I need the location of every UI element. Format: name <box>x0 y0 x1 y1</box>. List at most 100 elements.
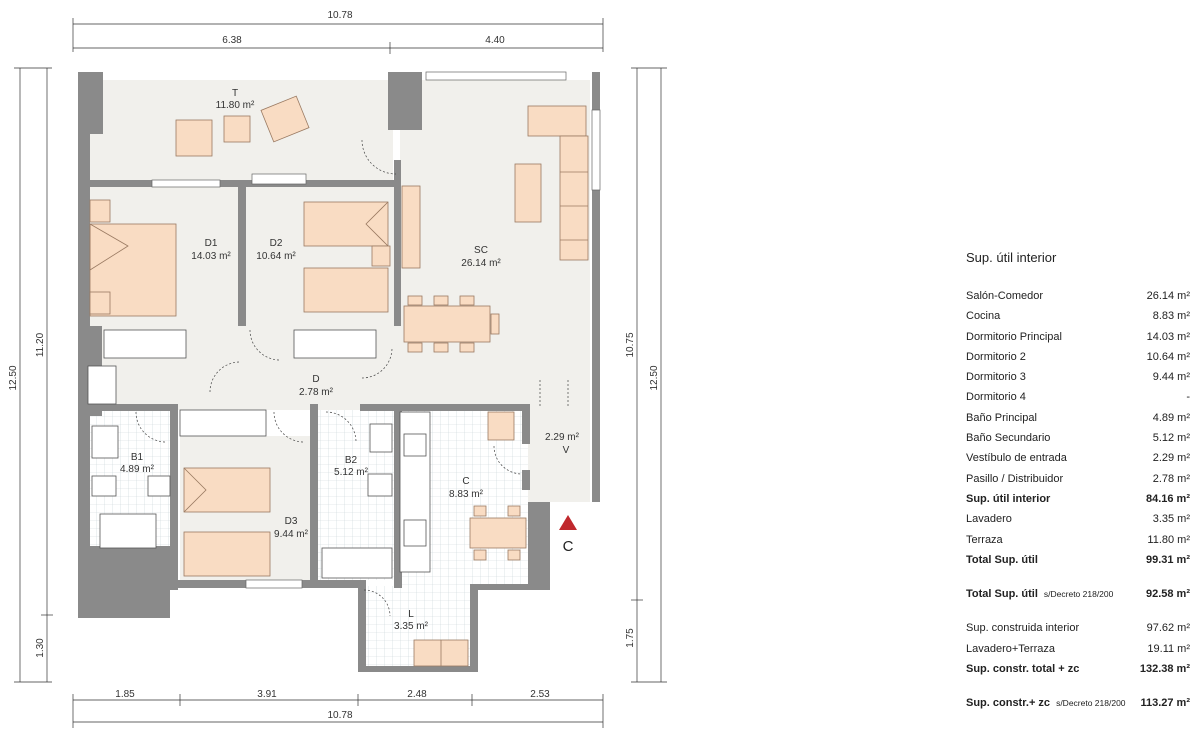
toilet <box>367 473 393 497</box>
area-row-dormitorio-4: Dormitorio 4- <box>966 391 1190 404</box>
bedroom-2-furniture <box>293 201 391 359</box>
hob <box>403 433 427 457</box>
bedroom-1-furniture <box>89 199 187 359</box>
room-code-d: D <box>312 374 319 385</box>
room-area-l: 3.35 m² <box>394 621 429 632</box>
dim-top-left: 6.38 <box>222 35 242 46</box>
doors <box>135 139 569 617</box>
kitchen-table <box>469 517 527 549</box>
fridge <box>487 411 515 441</box>
vestibule-floor <box>528 410 590 502</box>
toilet <box>91 475 117 497</box>
wardrobe <box>103 329 187 359</box>
dim-top-right: 4.40 <box>485 35 505 46</box>
shower-tray <box>99 513 157 549</box>
bidet <box>147 475 171 497</box>
laundry-furniture <box>413 639 469 667</box>
room-code-b2: B2 <box>345 455 358 466</box>
chair <box>459 342 475 353</box>
bedroom-3-furniture <box>179 409 271 577</box>
single-bed <box>183 467 271 513</box>
dim-bottom-3: 2.48 <box>407 689 427 700</box>
room-code-d2: D2 <box>270 238 283 249</box>
single-bed <box>183 531 271 577</box>
spacer <box>962 604 1190 618</box>
kitchen-sink <box>403 519 427 547</box>
dim-right-outer: 12.50 <box>649 365 660 390</box>
dim-right-bottom: 1.75 <box>625 628 636 648</box>
dim-right-inner: 10.75 <box>625 332 636 357</box>
room-code-b1: B1 <box>131 452 144 463</box>
spacer <box>962 679 1190 693</box>
dim-bottom-total: 10.78 <box>327 710 352 721</box>
dim-left-inner: 11.20 <box>35 332 46 357</box>
washbasin <box>91 425 119 459</box>
chair <box>507 505 521 517</box>
dim-left-bottom: 1.30 <box>35 638 46 658</box>
wardrobe <box>293 329 377 359</box>
entrance-arrow-icon <box>559 515 577 530</box>
kitchen-furniture <box>399 411 527 573</box>
wardrobe <box>179 409 267 437</box>
tv-cabinet <box>401 185 421 269</box>
storage-shelf <box>87 365 117 405</box>
side-table <box>223 115 251 143</box>
chair <box>459 295 475 306</box>
chair <box>507 549 521 561</box>
area-table-title: Sup. útil interior <box>966 250 1057 265</box>
nightstand <box>371 245 391 267</box>
dim-bottom-1: 1.85 <box>115 689 135 700</box>
sofa-arm <box>527 105 587 137</box>
sofa <box>559 135 589 261</box>
chair <box>433 295 449 306</box>
terrace-furniture <box>175 95 310 157</box>
room-code-l: L <box>408 609 414 620</box>
walls <box>78 72 600 672</box>
room-area-d: 2.78 m² <box>299 387 334 398</box>
room-code-terrace: T <box>232 88 238 99</box>
washbasin <box>369 423 393 453</box>
chair <box>490 313 500 335</box>
room-area-v: 2.29 m² <box>545 432 580 443</box>
nightstand <box>89 199 111 223</box>
room-area-sc: 26.14 m² <box>461 258 501 269</box>
room-code-d1: D1 <box>205 238 218 249</box>
chair <box>433 342 449 353</box>
room-area-d1: 14.03 m² <box>191 251 231 262</box>
room-code-sc: SC <box>474 245 488 256</box>
single-bed <box>303 267 389 313</box>
living-furniture <box>401 105 589 353</box>
spacer <box>962 570 1190 584</box>
chair <box>473 549 487 561</box>
coffee-table <box>514 163 542 223</box>
room-code-d3: D3 <box>285 516 298 527</box>
dim-bottom-4: 2.53 <box>530 689 550 700</box>
room-area-terrace: 11.80 m² <box>216 100 255 111</box>
room-code-c: C <box>462 476 469 487</box>
dimension-lines <box>14 18 667 728</box>
windows <box>151 71 601 589</box>
entrance-label: C <box>563 538 574 555</box>
room-area-c: 8.83 m² <box>449 489 484 500</box>
chair <box>473 505 487 517</box>
dim-top-total: 10.78 <box>327 10 352 21</box>
room-area-b2: 5.12 m² <box>334 467 369 478</box>
armchair <box>260 95 310 143</box>
armchair <box>175 119 213 157</box>
chair <box>407 295 423 306</box>
